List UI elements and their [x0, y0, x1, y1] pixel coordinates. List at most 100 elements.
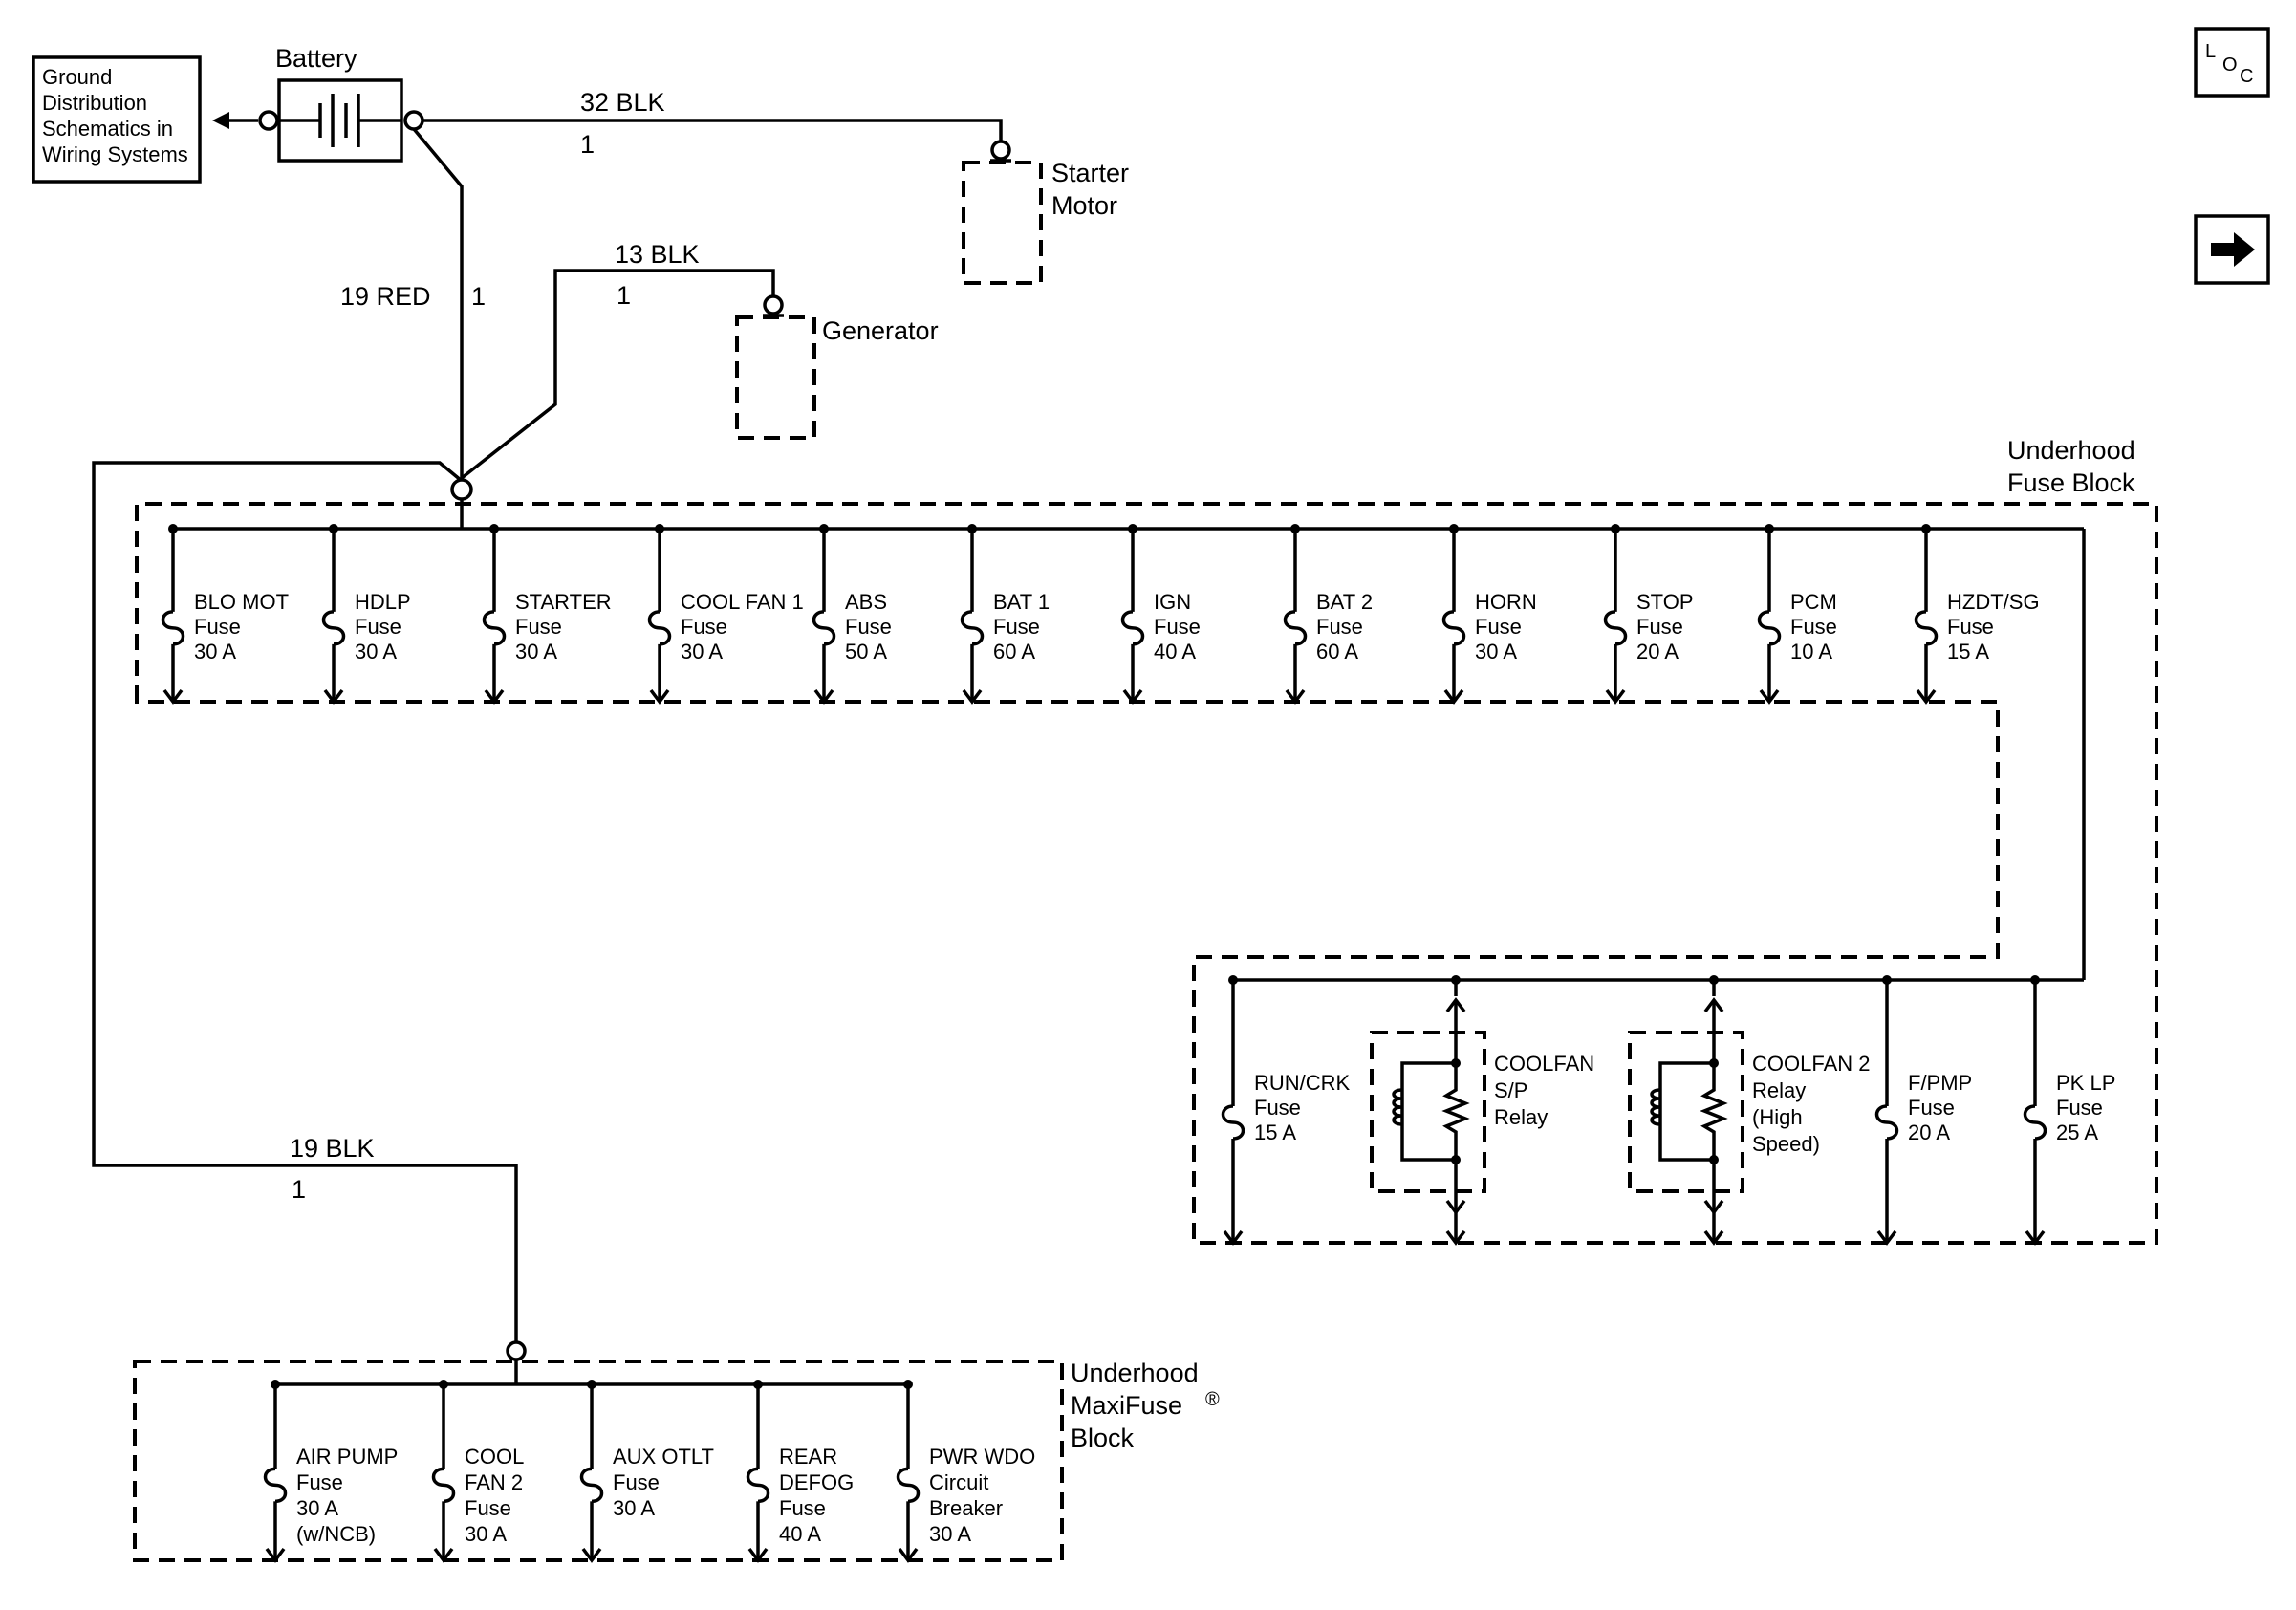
- fuse-label-line: 40 A: [1154, 640, 1196, 664]
- fuse-label-line: 40 A: [779, 1522, 821, 1546]
- fuse-label-line: 30 A: [929, 1522, 971, 1546]
- fuse-label-line: 20 A: [1636, 640, 1679, 664]
- fuse-label-line: Fuse: [1316, 615, 1363, 639]
- next-page-button[interactable]: [2194, 214, 2270, 285]
- loc-button[interactable]: L O C: [2194, 27, 2270, 98]
- fuse-label-line: Fuse: [1475, 615, 1522, 639]
- fuse-label-line: AUX OTLT: [613, 1445, 714, 1469]
- fuse-label-line: (High: [1752, 1105, 1803, 1129]
- battery: Battery: [258, 44, 424, 163]
- maxifuse-title-reg: ®: [1205, 1389, 1220, 1410]
- fuse-label-line: PK LP: [2056, 1071, 2115, 1095]
- fuse-label-line: FAN 2: [465, 1470, 523, 1494]
- battery-pos-terminal: [403, 110, 424, 131]
- generator: Generator: [735, 294, 939, 440]
- maxifuse-title: Block: [1071, 1424, 1135, 1452]
- ground-arrow-icon: [212, 112, 258, 129]
- maxifuse-feed-terminal: [506, 1340, 527, 1361]
- fuse-label-line: Fuse: [613, 1470, 660, 1494]
- fuse-label-line: STOP: [1636, 590, 1694, 614]
- maxifuse-block: Underhood MaxiFuse ® Block AIR PUMPFuse3…: [133, 1340, 1220, 1563]
- wire-19-blk: 19 BLK 1: [92, 461, 518, 1343]
- fuse-label-line: COOL FAN 1: [681, 590, 804, 614]
- generator-label: Generator: [822, 316, 939, 345]
- fuse-label-line: 30 A: [515, 640, 557, 664]
- ground-ref-line: Schematics in: [42, 117, 173, 141]
- fuse-label-line: Relay: [1494, 1105, 1548, 1129]
- battery-label: Battery: [275, 44, 357, 73]
- fuse-label-line: Fuse: [993, 615, 1040, 639]
- fuse-label-line: ABS: [845, 590, 887, 614]
- fuse-label-line: AIR PUMP: [296, 1445, 398, 1469]
- fuse-label-line: BAT 1: [993, 590, 1050, 614]
- fuse-label-line: Fuse: [779, 1496, 826, 1520]
- fuse-label-line: Fuse: [681, 615, 727, 639]
- fuse-label-line: Fuse: [1947, 615, 1994, 639]
- fuse-label-line: HORN: [1475, 590, 1537, 614]
- fuse-label-line: 30 A: [681, 640, 723, 664]
- fuse-label-line: BLO MOT: [194, 590, 289, 614]
- fuse-label-line: 15 A: [1947, 640, 1989, 664]
- wire-pin-label: 1: [580, 130, 595, 159]
- wire-19-red: 19 RED 1: [340, 127, 486, 481]
- ground-ref-line: Distribution: [42, 91, 147, 115]
- fuse-block-title: Underhood: [2007, 436, 2135, 465]
- fuse-label-line: Fuse: [1790, 615, 1837, 639]
- fuse-label-line: Circuit: [929, 1470, 988, 1494]
- fuse-label-line: 30 A: [1475, 640, 1517, 664]
- fuse-label-line: 30 A: [465, 1522, 507, 1546]
- fuse-label-line: S/P: [1494, 1078, 1527, 1102]
- fuse-label-line: DEFOG: [779, 1470, 854, 1494]
- fuse-label-line: 10 A: [1790, 640, 1832, 664]
- fuse-label-line: Fuse: [845, 615, 892, 639]
- fuse-label-line: STARTER: [515, 590, 612, 614]
- fuse-label-line: Fuse: [1254, 1096, 1301, 1120]
- wire-13-blk: 13 BLK 1: [460, 240, 775, 480]
- fuse-label-line: Fuse: [1908, 1096, 1955, 1120]
- fuse-label-line: COOLFAN 2: [1752, 1052, 1870, 1076]
- fuse-label-line: HZDT/SG: [1947, 590, 2040, 614]
- fuse-label-line: 30 A: [194, 640, 236, 664]
- fuse-label-line: Fuse: [1636, 615, 1683, 639]
- starter-label: Starter: [1051, 159, 1129, 187]
- wire-gauge-label: 19 BLK: [290, 1134, 375, 1163]
- fuse-label-line: 30 A: [296, 1496, 338, 1520]
- loc-letter: C: [2240, 66, 2253, 87]
- ground-distribution-ref[interactable]: Ground Distribution Schematics in Wiring…: [32, 55, 202, 184]
- fuse-label-line: HDLP: [355, 590, 411, 614]
- fuse-label-line: 30 A: [355, 640, 397, 664]
- fuse-label-line: Fuse: [2056, 1096, 2103, 1120]
- splice-node: [450, 478, 473, 501]
- starter-label: Motor: [1051, 191, 1117, 220]
- fuse-label-line: 25 A: [2056, 1120, 2098, 1144]
- fuse-label-line: Speed): [1752, 1132, 1820, 1156]
- fuse-label-line: PWR WDO: [929, 1445, 1035, 1469]
- maxifuse-title: MaxiFuse: [1071, 1391, 1182, 1420]
- fuse-label-line: Fuse: [355, 615, 401, 639]
- battery-neg-terminal: [258, 110, 279, 131]
- wire-gauge-label: 32 BLK: [580, 88, 665, 117]
- fuse-label-line: RUN/CRK: [1254, 1071, 1351, 1095]
- wire-gauge-label: 19 RED: [340, 282, 431, 311]
- fuse-label-line: IGN: [1154, 590, 1191, 614]
- fuse-label-line: Fuse: [296, 1470, 343, 1494]
- fuse-label-line: COOL: [465, 1445, 524, 1469]
- fuse-label-line: 15 A: [1254, 1120, 1296, 1144]
- fuse-label-line: 60 A: [1316, 640, 1358, 664]
- right-arrow-icon: [2211, 232, 2255, 267]
